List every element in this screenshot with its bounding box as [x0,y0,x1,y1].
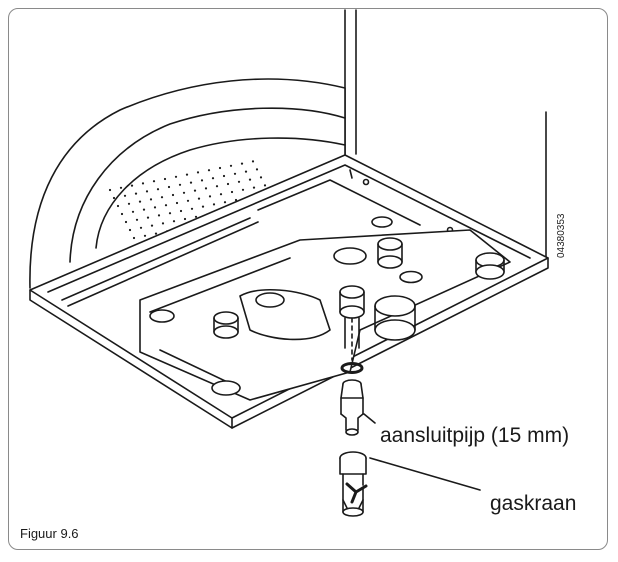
figure-caption: Figuur 9.6 [20,526,79,541]
grille-dot [211,177,215,180]
grille-dot [259,176,263,179]
grille-dot [251,160,255,163]
connection-pipe [340,379,376,436]
pipe-callout-label: aansluitpijp (15 mm) [380,424,570,447]
grille-dot [154,232,158,235]
grille-dot [175,201,179,205]
grille-dot [160,196,164,199]
grille-dot [207,169,211,172]
grille-dot [189,181,193,184]
grille-dot [116,204,120,208]
grille-dot [226,182,230,186]
grille-dot [127,202,131,205]
grille-dot [244,170,248,173]
grille-dot [240,162,244,165]
grille-dot [185,173,189,176]
grille-dot [182,191,186,194]
grille-dot [208,195,212,198]
grille-dot [201,205,205,208]
grille-dot [174,175,178,178]
document-number: 04380353 [556,213,567,259]
grille-dot [123,194,127,197]
grille-dot [153,206,157,209]
grille-dot [200,179,204,182]
grille-dot [237,180,241,183]
grille-dot [130,184,134,187]
grille-dot [179,209,183,213]
pipe-fittings [149,216,505,396]
grille-dot [112,196,116,200]
grille-dot [152,180,156,183]
grille-dot [149,198,153,201]
grille-dot [241,188,245,191]
grille-dot [145,190,149,193]
grille-dot [139,226,143,229]
grille-dot [167,185,171,189]
boiler-casing [29,78,346,289]
grille-dot [163,177,167,181]
grille-dot [120,212,124,216]
grille-dot [138,200,142,203]
grille-dot [146,216,150,219]
grille-dot [132,236,136,240]
grille-dot [150,224,154,227]
grille-dot [196,171,200,174]
valve-callout-label: gaskraan [490,492,577,515]
grille-dot [190,207,194,210]
grille-dot [124,220,128,224]
grille-dot [215,185,219,188]
grille-dot [134,192,138,195]
grille-dot [218,166,222,170]
grille-dot [135,218,139,221]
gas-connection-stub [339,285,365,361]
grille-dot [255,168,259,171]
grille-dot [219,193,223,196]
grille-dot [131,210,135,213]
grille-dot [157,214,161,217]
grille-dot [197,197,201,200]
grille-dot [119,186,123,189]
grille-dot [178,183,182,186]
grille-dot [229,164,233,167]
gas-valve [339,451,481,517]
grille-dot [193,189,197,192]
grille-dot [108,188,112,192]
grille-dot [223,201,227,204]
grille-dot [263,184,267,187]
grille-dot [234,198,238,202]
grille-dot [164,204,168,207]
grille-dot [172,220,176,223]
grille-dot [252,186,256,189]
grille-dot [168,212,172,215]
sealing-ring [340,362,364,374]
grille-dot [222,174,226,178]
grille-dot [161,222,165,225]
grille-dot [156,188,160,191]
grille-dot [233,172,237,175]
grille-dot [143,234,147,237]
grille-dot [141,182,145,185]
grille-dot [212,203,216,206]
grille-dot [204,187,208,190]
grille-dot [248,178,252,181]
grille-dot [186,199,190,202]
grille-dot [230,190,234,194]
grille-dot [128,228,132,232]
grille-dot [142,208,146,211]
grille-dot [183,217,187,221]
grille-dot [194,215,198,218]
grille-dot [171,193,175,197]
